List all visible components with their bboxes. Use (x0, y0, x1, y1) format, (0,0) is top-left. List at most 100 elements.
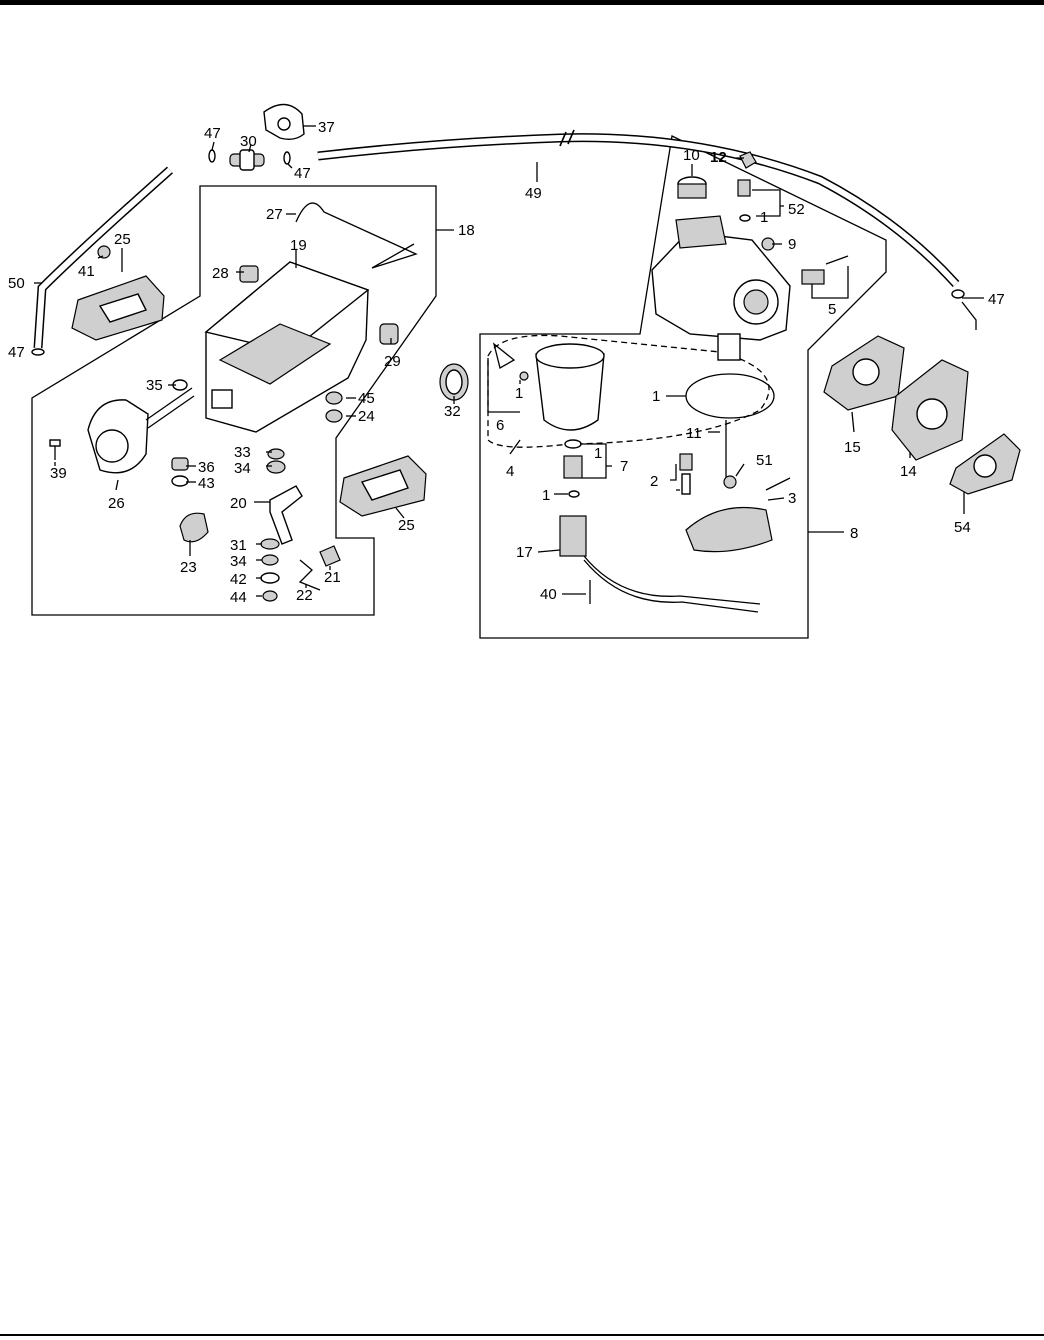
label-1-bolt: 1 (594, 445, 602, 462)
nut-41 (97, 245, 111, 259)
label-43: 43 (198, 475, 215, 492)
label-11: 11 (686, 425, 702, 442)
label-3: 3 (788, 490, 796, 507)
label-34-lower: 34 (230, 553, 247, 570)
frame-left-assembly (31, 185, 437, 616)
main-jet-2 (679, 453, 693, 495)
pilot-screw-5 (801, 255, 849, 285)
label-45: 45 (358, 390, 375, 407)
label-52: 52 (788, 201, 805, 218)
bolt-21 (319, 545, 341, 567)
float-bowl-4 (535, 343, 605, 431)
washer-33 (267, 448, 285, 460)
washer-1-bowl (519, 371, 529, 381)
gasket-54 (949, 433, 1021, 495)
label-1-top: 1 (760, 209, 768, 226)
label-54: 54 (954, 519, 971, 536)
washer-24 (325, 409, 343, 423)
fuel-filter-30 (229, 149, 265, 171)
label-29: 29 (384, 353, 401, 370)
collar-28 (239, 265, 259, 283)
label-37: 37 (318, 119, 335, 136)
label-15: 15 (844, 439, 861, 456)
label-40: 40 (540, 586, 557, 603)
label-4: 4 (506, 463, 514, 480)
label-8: 8 (850, 525, 858, 542)
label-2: 2 (650, 473, 658, 490)
part-labels: 47 30 37 47 49 50 25 41 47 27 19 18 28 2… (8, 119, 1005, 606)
bolt-7 (563, 439, 583, 479)
label-20: 20 (230, 495, 247, 512)
nut-44 (262, 590, 278, 602)
gasket-25-upper (71, 275, 165, 341)
label-33: 33 (234, 444, 251, 461)
o-ring-1 (685, 373, 775, 419)
label-47-mid: 47 (294, 165, 311, 182)
label-7: 7 (620, 458, 628, 475)
fuel-valve-26 (87, 387, 195, 474)
label-24: 24 (358, 408, 375, 425)
insulator-32 (439, 363, 469, 401)
label-26: 26 (108, 495, 125, 512)
label-32: 32 (444, 403, 461, 420)
label-50: 50 (8, 275, 25, 292)
label-5: 5 (828, 301, 836, 318)
frame-carburetor-assembly (479, 135, 887, 639)
top-rule (0, 0, 1044, 5)
gasket-25-lower (339, 455, 427, 517)
label-25-lower: 25 (398, 517, 415, 534)
leader-lines (34, 125, 984, 597)
label-9: 9 (788, 236, 796, 253)
spring-22 (298, 559, 321, 591)
gasket-15 (823, 335, 905, 411)
label-23: 23 (180, 559, 197, 576)
governor-rod-27 (295, 202, 418, 269)
insulator-14 (891, 359, 969, 461)
bowl-set-dashed-outline (487, 334, 770, 448)
label-30: 30 (240, 133, 257, 150)
washer-34-upper (266, 460, 286, 474)
washer-1-top (739, 214, 751, 222)
washer-43 (171, 475, 189, 487)
label-17: 17 (516, 544, 533, 561)
label-12: 12 (710, 149, 727, 166)
float-3 (685, 477, 791, 553)
label-18: 18 (458, 222, 475, 239)
clip-47-top (208, 149, 216, 163)
label-27: 27 (266, 206, 283, 223)
label-44: 44 (230, 589, 247, 606)
label-6: 6 (496, 417, 504, 434)
label-1-ring: 1 (652, 388, 660, 405)
label-28: 28 (212, 265, 229, 282)
fuel-valve-clamp-37 (263, 103, 305, 141)
jet-52 (737, 179, 751, 197)
washer-42 (260, 572, 280, 584)
label-47-left: 47 (8, 344, 25, 361)
solenoid-17 (559, 515, 761, 613)
clip-47-mid (283, 151, 291, 165)
governor-bracket-19 (204, 261, 370, 433)
label-1-lower: 1 (542, 487, 550, 504)
label-25-upper: 25 (114, 231, 131, 248)
label-49: 49 (525, 185, 542, 202)
clip-47-right (951, 289, 965, 299)
label-31: 31 (230, 537, 247, 554)
drain-screw-6 (492, 342, 516, 369)
washer-34-lower (261, 554, 279, 566)
grommet-29 (379, 323, 399, 345)
screw-12 (739, 151, 757, 169)
label-35: 35 (146, 377, 163, 394)
holder-23 (179, 512, 209, 543)
label-34-upper: 34 (234, 460, 251, 477)
label-47-top: 47 (204, 125, 221, 142)
label-36: 36 (198, 459, 215, 476)
washer-45 (325, 391, 343, 405)
label-22: 22 (296, 587, 313, 604)
label-51: 51 (756, 452, 773, 469)
governor-arm-20 (269, 485, 303, 545)
carburetor-body (651, 215, 791, 361)
label-19: 19 (290, 237, 307, 254)
label-47-right: 47 (988, 291, 1005, 308)
nut-36 (171, 457, 189, 471)
